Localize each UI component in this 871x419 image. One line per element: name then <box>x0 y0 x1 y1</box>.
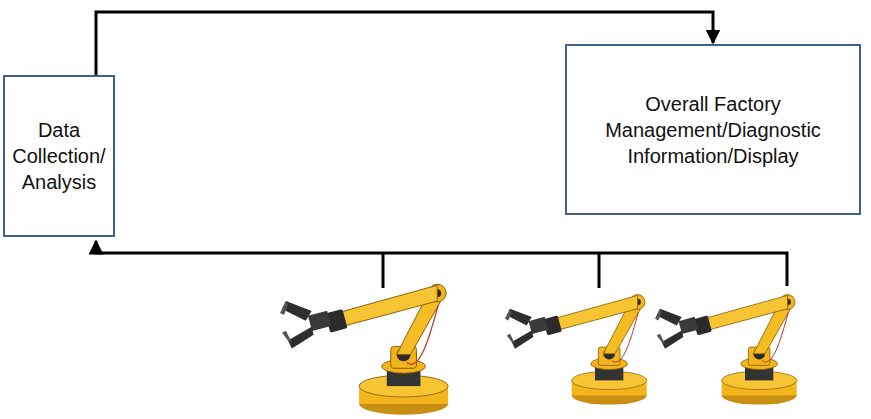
robot-arm <box>505 295 647 405</box>
robot-arm <box>280 284 448 415</box>
robot-drop-line <box>382 253 385 288</box>
node-label: Overall Factory Management/Diagnostic In… <box>573 91 853 169</box>
display-box: Overall Factory Management/Diagnostic In… <box>565 44 861 215</box>
robot-drop-line <box>598 253 601 288</box>
process-box: Data Collection/ Analysis <box>3 75 115 237</box>
robot-bus-line <box>96 241 787 286</box>
node-label: Data Collection/ Analysis <box>11 117 107 195</box>
robot-arm <box>655 295 797 405</box>
